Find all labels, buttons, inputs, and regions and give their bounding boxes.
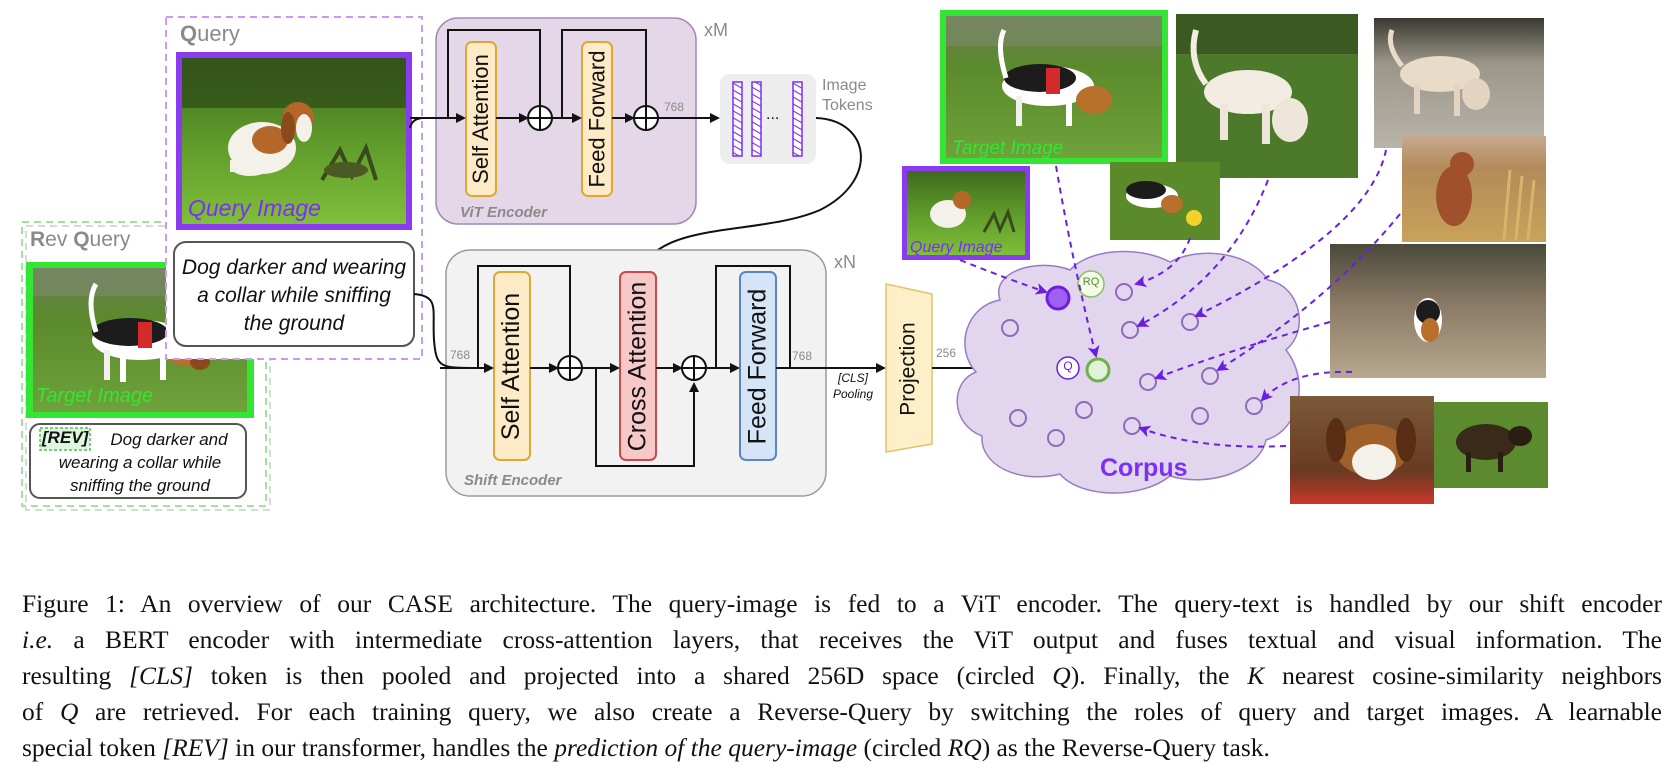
vit-encoder [409,17,720,225]
query-title-initial: Q [180,21,198,46]
vit-repeat-label: xM [704,20,728,40]
rq-circle-label: RQ [1082,276,1100,288]
lab-on-grass-photo [1176,14,1358,178]
wildebeest-photo [1434,402,1548,488]
query-image-small [902,166,1030,260]
query-image-label-small: Query Image [910,239,1003,256]
architecture-diagram: Target Image Query Image [21,10,1548,511]
projection-label: Projection [897,322,921,416]
corpus-cloud [956,250,1301,494]
query-panel: Query Image [165,16,423,360]
rev-title-initial-2: Q [73,228,90,251]
target-image-label-left: Target Image [36,385,153,407]
caption-line-3: resulting [CLS] token is then pooled and… [22,658,1662,694]
beagle-with-ball-photo [1110,162,1220,240]
shift-dim-in-label: 768 [450,348,471,362]
rq-circle [1077,270,1105,298]
rev-title-rest-2: uery [89,228,131,251]
cls-pooling-label: [CLS] Pooling [826,370,880,402]
vit-dim-label: 768 [664,100,685,114]
shift-cross-attention-label: Cross Attention [623,281,652,451]
caption-line-1: Figure 1: An overview of our CASE archit… [22,589,1662,618]
caption-rev: [REV] [162,733,229,762]
target-image-label-right: Target Image [952,138,1063,159]
vit-feed-forward-label: Feed Forward [584,50,610,188]
figure-caption: Figure 1: An overview of our CASE archit… [22,586,1662,766]
lab-on-road-photo [1374,18,1544,148]
caption-l5-c: (circled [857,733,948,762]
vit-encoder-label: ViT Encoder [460,204,547,221]
caption-cls: [CLS] [129,661,193,690]
shift-self-attention-label: Self Attention [497,292,526,440]
query-text: Dog darker and wearing a collar while sn… [181,256,407,335]
q-circle-label: Q [1063,359,1073,373]
query-image [182,58,406,224]
caption-l5-d: ) as the Reverse-Query task. [981,733,1270,762]
caption-l3-d: nearest cosine-similarity neighbors [1264,661,1662,690]
query-title-rest: uery [197,21,240,46]
rev-query-text: Dog darker and wearing a collar while sn… [58,430,228,495]
query-panel-title: Query [180,21,240,47]
caption-l4-a: of [22,697,60,726]
rev-token: [REV] [42,428,89,447]
caption-prediction: prediction of the query-image [554,733,858,762]
caption-l5-a: special token [22,733,163,762]
caption-l3-c: ). Finally, the [1070,661,1248,690]
target-image-right [940,10,1168,164]
caption-l2-rest: a BERT encoder with intermediate cross-a… [53,625,1662,654]
caption-line-2: i.e. a BERT encoder with intermediate cr… [22,622,1662,658]
shift-repeat-label: xN [834,252,856,272]
puppy-on-bed-photo [1290,396,1434,504]
projection-dim-label: 256 [936,346,957,360]
rev-query-panel-title: Rev Query [30,228,130,252]
caption-q2: Q [59,697,79,726]
target-image-point [1085,357,1111,383]
cls-label: [CLS] [837,371,868,385]
caption-q: Q [1052,661,1071,690]
caption-l3-a: resulting [22,661,130,690]
image-tokens [720,74,816,164]
caption-ie: i.e. [22,625,54,654]
tokens-ellipsis: ... [766,106,780,123]
pooling-label: Pooling [832,387,874,401]
q-circle [1056,356,1080,380]
image-tokens-label: Image Tokens [822,77,873,114]
query-image-label: Query Image [188,195,321,221]
rev-title-rest-1: ev [45,228,74,251]
shift-dim-out-label: 768 [792,349,813,363]
shift-encoder-label: Shift Encoder [464,472,562,489]
retrieval-arrows [959,149,1401,448]
caption-rq: RQ [947,733,982,762]
caption-l3-b: token is then pooled and projected into … [192,661,1053,690]
rev-title-initial-1: R [30,228,46,251]
shift-feed-forward-label: Feed Forward [743,288,772,444]
caption-k: K [1247,661,1265,690]
caption-l4-b: are retrieved. For each training query, … [78,697,1662,726]
shift-encoder [440,249,886,497]
query-image-point [1045,285,1071,311]
caption-line-5: special token [REV] in our transformer, … [22,730,1662,766]
caption-l5-b: in our transformer, handles the [228,733,555,762]
vit-self-attention-label: Self Attention [468,54,493,184]
corpus-label: Corpus [1100,454,1188,482]
brown-dog-field-photo [1402,136,1546,242]
caption-line-4: of Q are retrieved. For each training qu… [22,694,1662,730]
beagle-on-dirt-photo [1330,244,1546,378]
